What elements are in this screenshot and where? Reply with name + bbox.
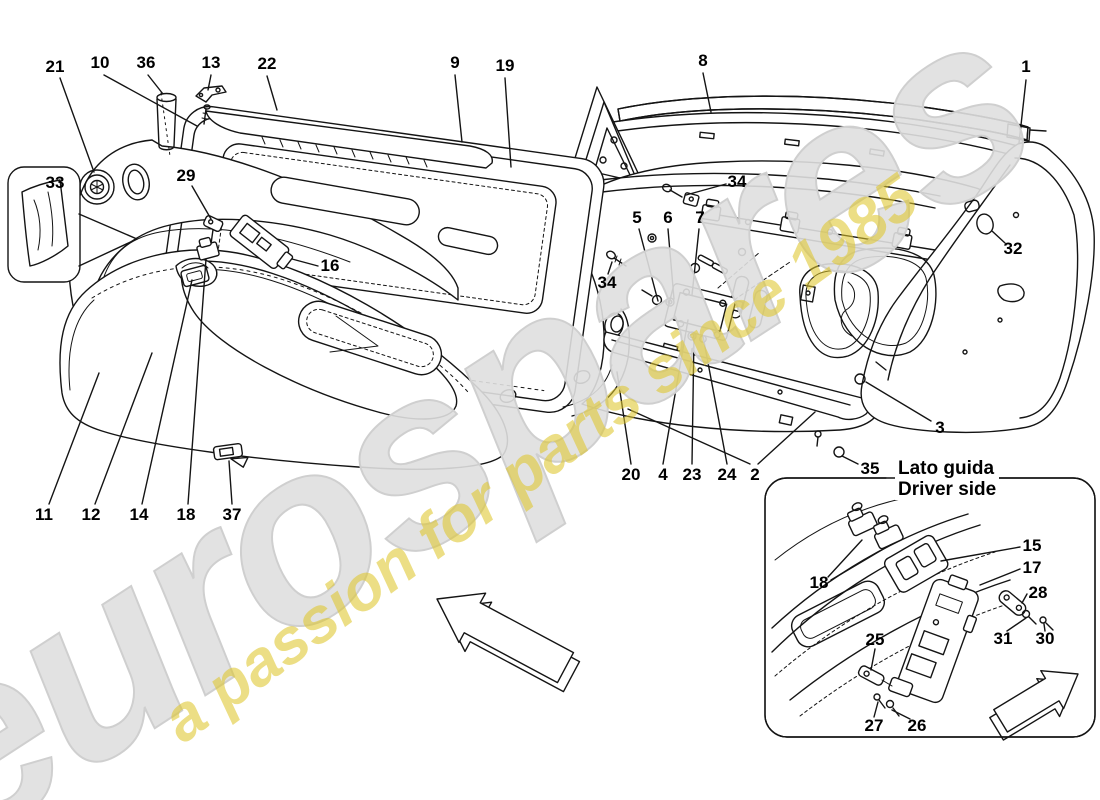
weatherstrip xyxy=(617,95,1047,142)
callout-4: 4 xyxy=(658,465,668,484)
callout-14: 14 xyxy=(129,505,149,524)
callout-10: 10 xyxy=(90,53,110,72)
door-pull-cup xyxy=(175,257,218,287)
inset-title: Lato guida Driver side xyxy=(895,458,1000,500)
window-switch-right xyxy=(872,515,904,550)
callout-12: 12 xyxy=(81,505,101,524)
door-card-main-panel xyxy=(59,214,509,470)
courtesy-lamp-37 xyxy=(212,442,249,468)
callout-3: 3 xyxy=(935,418,945,437)
callout-29: 29 xyxy=(176,166,196,185)
callout-9: 9 xyxy=(450,53,460,72)
control-module-16 xyxy=(229,214,294,270)
clip-29 xyxy=(203,215,224,233)
callout-24: 24 xyxy=(717,465,737,484)
callout-33: 33 xyxy=(45,173,65,192)
callout-11: 11 xyxy=(35,505,53,524)
reinforcement-beam xyxy=(699,198,936,261)
callout-16: 16 xyxy=(320,256,340,275)
switch-bezel-main xyxy=(180,264,210,288)
bracket-13 xyxy=(195,85,227,125)
door-substructure xyxy=(555,86,1095,458)
callout-28: 28 xyxy=(1028,583,1048,602)
callout-25: 25 xyxy=(865,630,885,649)
callout-23: 23 xyxy=(682,465,702,484)
door-shell-rear-section xyxy=(833,141,1095,434)
clamp-25 xyxy=(857,665,885,686)
callout-22: 22 xyxy=(257,54,277,73)
callout-32: 32 xyxy=(1003,239,1023,258)
callout-7: 7 xyxy=(695,208,705,227)
direction-arrow-inset xyxy=(989,670,1079,741)
callout-34: 34 xyxy=(727,172,747,191)
callout-2: 2 xyxy=(750,465,760,484)
callout-18: 18 xyxy=(176,505,196,524)
callout-20: 20 xyxy=(621,465,641,484)
window-switch-main xyxy=(196,236,220,261)
direction-arrow-main xyxy=(436,592,581,693)
mirror-mount-triangle xyxy=(557,86,651,214)
callout-8: 8 xyxy=(698,51,708,70)
window-switch-left xyxy=(846,502,878,537)
watermark-tagline-text: a passion for parts since 1985 xyxy=(148,160,931,757)
callout-27: 27 xyxy=(864,716,884,735)
pad-inset-box xyxy=(7,166,138,283)
callout-15: 15 xyxy=(1022,536,1042,555)
callout-37: 37 xyxy=(222,505,242,524)
callout-17: 17 xyxy=(1022,558,1042,577)
callout-19: 19 xyxy=(495,56,515,75)
callout-21: 21 xyxy=(45,57,65,76)
sill-rail xyxy=(603,331,871,458)
callout-1: 1 xyxy=(1021,57,1031,76)
mounting-bracket xyxy=(641,233,791,343)
pin-36 xyxy=(156,92,177,151)
callout-5: 5 xyxy=(632,208,642,227)
bolt-34-right xyxy=(661,183,700,207)
callout-13: 13 xyxy=(201,53,221,72)
door-card-upper-section xyxy=(68,85,499,318)
bracket-28 xyxy=(998,590,1027,616)
sill-scuff-strip-22 xyxy=(205,110,493,169)
switch-bezel-15 xyxy=(883,534,949,593)
tweeter-speaker xyxy=(79,169,115,205)
callout-6: 6 xyxy=(663,208,673,227)
callout-26: 26 xyxy=(907,716,927,735)
door-handle-bezel xyxy=(122,163,150,201)
callout-31: 31 xyxy=(993,629,1013,648)
inset-title-line2: Driver side xyxy=(898,479,997,500)
inset-title-line1: Lato guida xyxy=(898,458,995,479)
callout-30: 30 xyxy=(1035,629,1055,648)
driver-side-inset xyxy=(764,477,1096,741)
callout-18: 18 xyxy=(809,573,829,592)
callout-35: 35 xyxy=(860,459,880,478)
callout-36: 36 xyxy=(136,53,156,72)
leader-lines xyxy=(48,72,1027,505)
bolt-34-left xyxy=(606,250,627,267)
door-trim-inner-panel xyxy=(154,105,630,417)
watermark-brand-text: eurospares xyxy=(0,0,1077,800)
module-bracket-17 xyxy=(888,574,979,704)
callout-34: 34 xyxy=(597,273,617,292)
